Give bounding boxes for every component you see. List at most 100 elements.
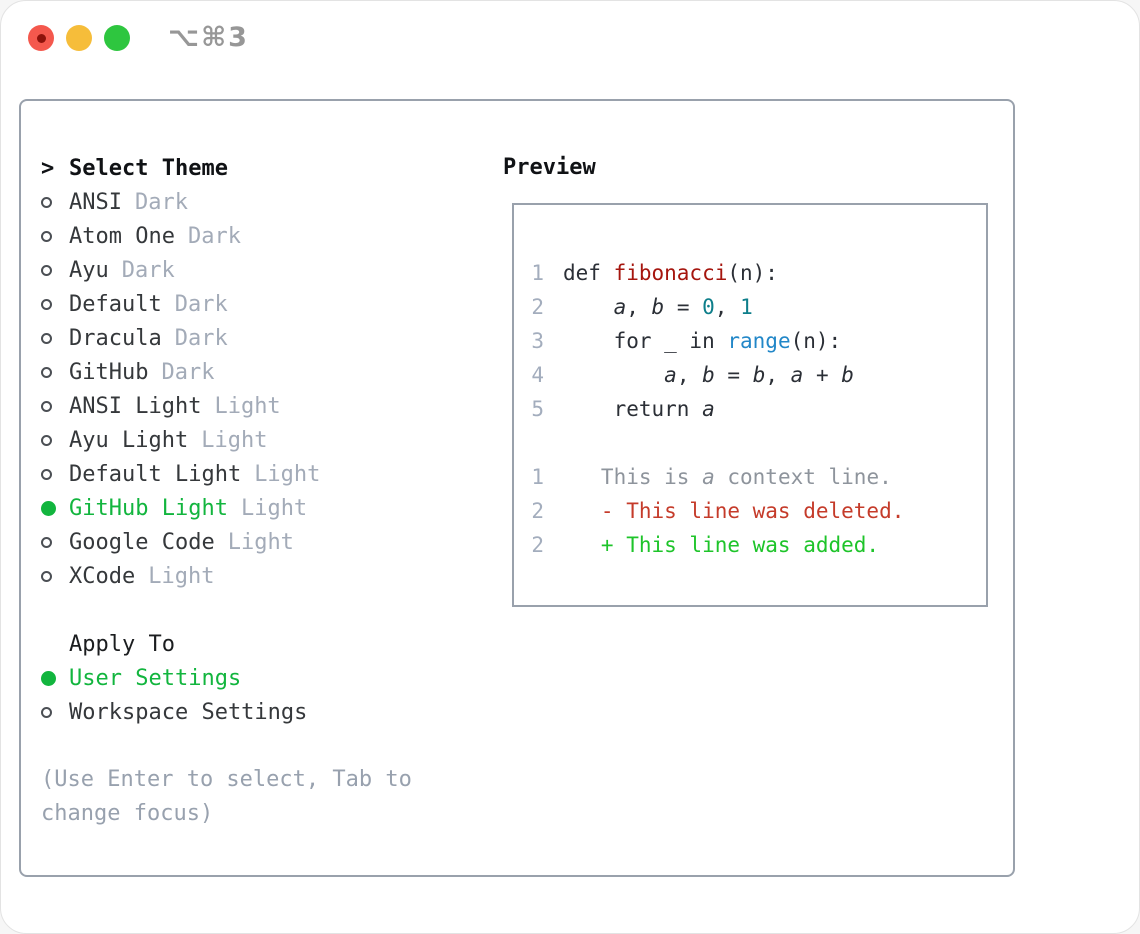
marker-cell — [41, 298, 69, 310]
theme-option[interactable]: Google Code Light — [41, 525, 481, 559]
radio-icon — [41, 332, 52, 344]
marker-cell — [41, 366, 69, 378]
marker-cell — [41, 706, 69, 718]
theme-variant: Dark — [134, 189, 188, 215]
code-text: a, b = 0, 1 — [613, 295, 753, 319]
radio-icon — [41, 366, 52, 378]
theme-option[interactable]: Atom One Dark — [41, 219, 481, 253]
theme-variant: Dark — [161, 359, 215, 385]
code-line: 5 return a — [530, 392, 986, 426]
radio-icon — [41, 670, 56, 686]
theme-option[interactable]: GitHub Dark — [41, 355, 481, 389]
theme-name: GitHub — [69, 359, 149, 385]
code-line: 4 a, b = b, a + b — [530, 358, 986, 392]
theme-variant: Dark — [187, 223, 241, 249]
marker-cell — [41, 500, 69, 516]
theme-name: Dracula — [69, 325, 162, 351]
theme-name: Default — [69, 291, 162, 317]
theme-variant: Light — [227, 529, 294, 555]
line-number: 1 — [531, 465, 544, 489]
marker-cell — [41, 400, 69, 412]
theme-option[interactable]: ANSI Dark — [41, 185, 481, 219]
code-preview: 1 def fibonacci(n): 2 a, b = 0, 1 3 for … — [530, 256, 986, 562]
radio-icon — [41, 706, 52, 718]
code-text: This is a context line. — [563, 465, 892, 489]
line-number: 2 — [531, 499, 544, 523]
apply-option[interactable]: User Settings — [41, 661, 481, 695]
theme-options: ANSI Dark Atom One Dark Ayu Dark Default… — [41, 185, 481, 593]
line-number: 4 — [531, 363, 544, 387]
theme-option[interactable]: Default Light Light — [41, 457, 481, 491]
theme-list: > Select Theme ANSI Dark Atom One Dark A… — [41, 151, 481, 831]
line-number: 2 — [531, 533, 544, 557]
code-line — [530, 426, 986, 460]
marker-cell — [41, 196, 69, 208]
apply-to-title: Apply To — [69, 631, 175, 657]
theme-option[interactable]: ANSI Light Light — [41, 389, 481, 423]
theme-option[interactable]: XCode Light — [41, 559, 481, 593]
theme-name: GitHub Light — [69, 495, 228, 521]
theme-name: Default Light — [69, 461, 242, 487]
marker-cell — [41, 264, 69, 276]
apply-options: User Settings Workspace Settings — [41, 661, 481, 729]
code-line: 2 a, b = 0, 1 — [530, 290, 986, 324]
preview-header: Preview — [503, 155, 596, 180]
line-number: 3 — [531, 329, 544, 353]
theme-name: Atom One — [69, 223, 175, 249]
theme-option[interactable]: Ayu Dark — [41, 253, 481, 287]
select-theme-header: > Select Theme — [41, 151, 481, 185]
spacer — [41, 729, 481, 763]
apply-to-header: Apply To — [41, 627, 481, 661]
theme-variant: Light — [240, 495, 308, 521]
code-line: 1 def fibonacci(n): — [530, 256, 986, 290]
spacer — [41, 593, 481, 627]
theme-name: ANSI Light — [69, 393, 202, 419]
focus-caret-icon: > — [41, 155, 55, 181]
apply-option[interactable]: Workspace Settings — [41, 695, 481, 729]
theme-variant: Dark — [121, 257, 175, 283]
radio-icon — [41, 500, 56, 516]
code-line: 2 - This line was deleted. — [530, 494, 986, 528]
select-theme-title: Select Theme — [69, 155, 228, 181]
code-text: return a — [563, 397, 715, 421]
zoom-button[interactable] — [104, 25, 130, 51]
radio-icon — [41, 298, 52, 310]
marker-cell — [41, 536, 69, 548]
radio-icon — [41, 434, 52, 446]
marker-cell — [41, 670, 69, 686]
theme-option[interactable]: Default Dark — [41, 287, 481, 321]
code-line: 3 for _ in range(n): — [530, 324, 986, 358]
radio-icon — [41, 400, 52, 412]
theme-picker-panel: > Select Theme ANSI Dark Atom One Dark A… — [19, 99, 1015, 877]
marker-cell — [41, 570, 69, 582]
marker-cell — [41, 434, 69, 446]
code-text: + This line was added. — [563, 533, 880, 557]
code-text: def fibonacci(n): — [563, 261, 778, 285]
theme-option[interactable]: GitHub Light Light — [41, 491, 481, 525]
radio-icon — [41, 230, 52, 242]
apply-option-label: User Settings — [69, 665, 242, 691]
radio-icon — [41, 264, 52, 276]
theme-option[interactable]: Ayu Light Light — [41, 423, 481, 457]
close-dot-icon — [36, 33, 46, 43]
theme-variant: Light — [214, 393, 281, 419]
radio-icon — [41, 196, 52, 208]
theme-option[interactable]: Dracula Dark — [41, 321, 481, 355]
theme-name: XCode — [69, 563, 136, 589]
theme-variant: Dark — [174, 325, 228, 351]
close-button[interactable] — [28, 25, 54, 51]
minimize-button[interactable] — [66, 25, 92, 51]
radio-icon — [41, 536, 52, 548]
code-line: 2 + This line was added. — [530, 528, 986, 562]
line-number: 1 — [531, 261, 544, 285]
theme-variant: Light — [201, 427, 268, 453]
line-number: 5 — [531, 397, 544, 421]
theme-variant: Dark — [174, 291, 228, 317]
theme-name: Ayu Light — [69, 427, 189, 453]
code-text: a, b = b, a + b — [664, 363, 854, 387]
theme-variant: Light — [148, 563, 215, 589]
code-text: - This line was deleted. — [563, 499, 905, 523]
radio-icon — [41, 468, 52, 480]
traffic-lights — [28, 25, 130, 51]
